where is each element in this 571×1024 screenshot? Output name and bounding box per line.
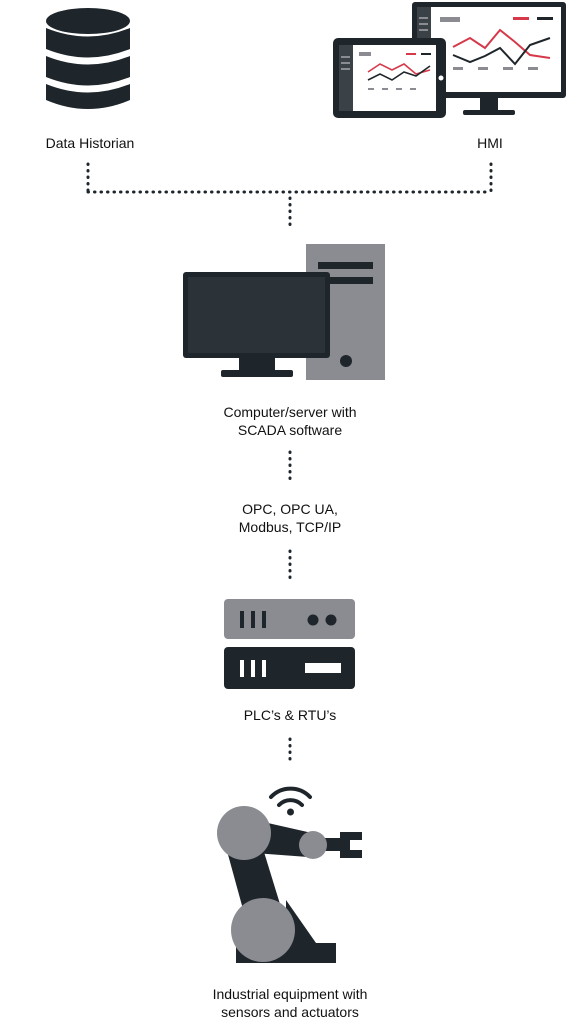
hmi-label: HMI [477, 135, 503, 151]
equipment-label-line1: Industrial equipment with [212, 986, 368, 1002]
hmi-dashboard-monitors-icon [333, 2, 566, 118]
database-icon [46, 8, 130, 109]
wifi-icon [269, 786, 312, 816]
plc-rack-icon [224, 599, 355, 689]
protocols-label: OPC, OPC UA, Modbus, TCP/IP [140, 500, 440, 536]
equipment-label-line2: sensors and actuators [221, 1004, 359, 1020]
scada-label: Computer/server with SCADA software [140, 403, 440, 439]
dotted-connectors [86, 162, 493, 767]
desktop-computer-icon [183, 244, 385, 380]
robot-arm-icon [217, 806, 362, 963]
scada-label-line2: SCADA software [237, 422, 343, 438]
scada-label-line1: Computer/server with [223, 404, 357, 420]
equipment-label: Industrial equipment with sensors and ac… [120, 985, 460, 1021]
plc-label: PLC’s & RTU’s [243, 707, 337, 723]
protocols-label-line1: OPC, OPC UA, [242, 501, 338, 517]
protocols-label-line2: Modbus, TCP/IP [238, 519, 342, 535]
data-historian-label: Data Historian [45, 135, 135, 151]
